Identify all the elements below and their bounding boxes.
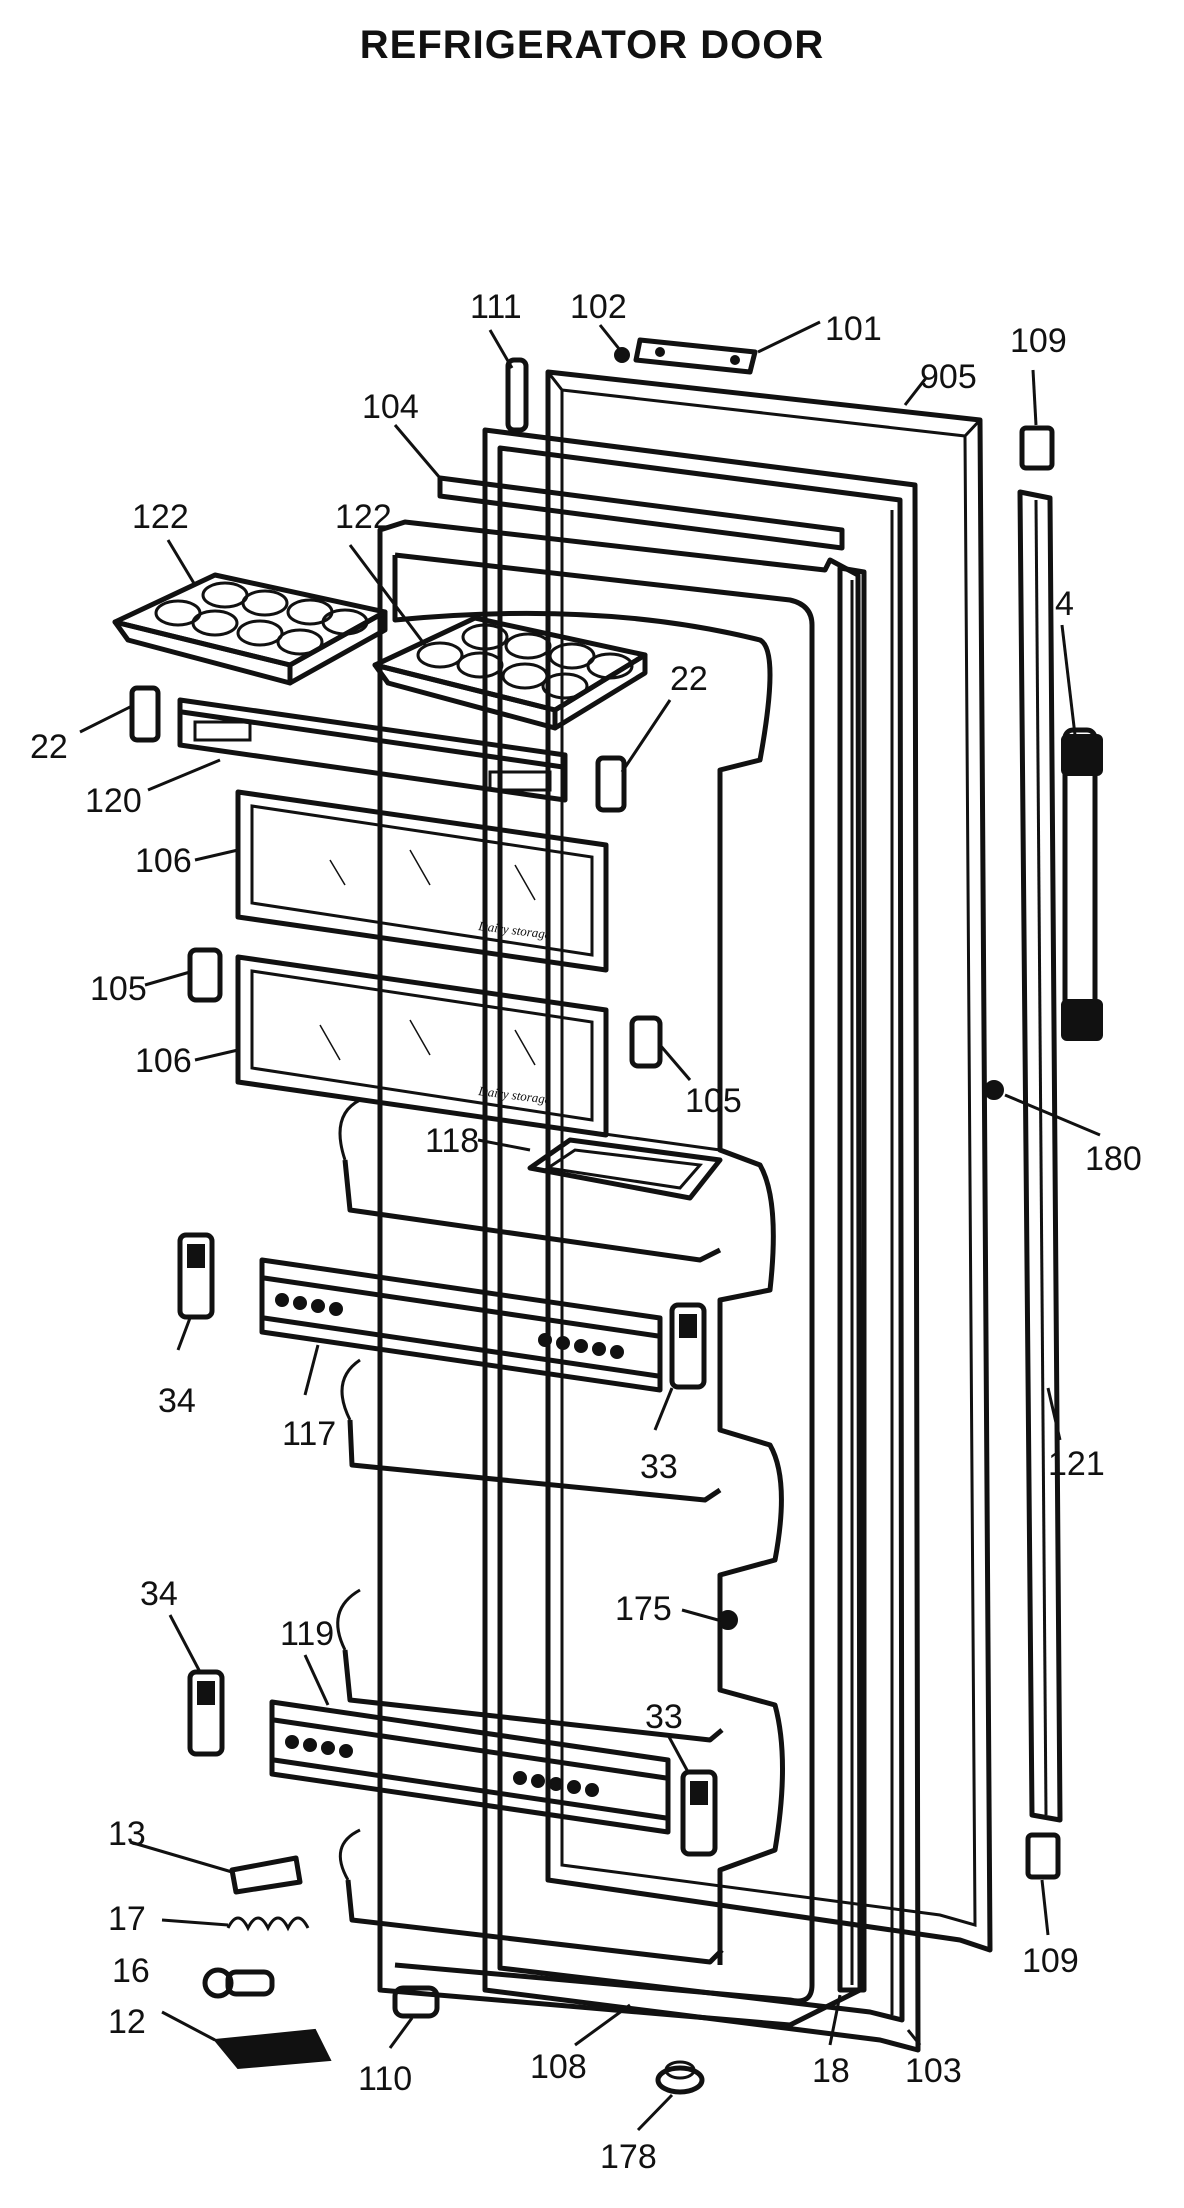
- callout-106-lower: 106: [135, 1042, 192, 1080]
- breaker-strip-top: [437, 475, 845, 551]
- bottom-hinge-bracket-12: [213, 2028, 332, 2070]
- diagram-title: REFRIGERATOR DOOR: [360, 23, 824, 67]
- callout-34-upper: 34: [158, 1382, 196, 1420]
- callout-175: 175: [615, 1590, 672, 1628]
- cheese-tray: [527, 1137, 723, 1201]
- callout-22-right: 22: [670, 660, 708, 698]
- callout-180: 180: [1085, 1140, 1142, 1178]
- shelf-end-cap-right-upper: [669, 1302, 707, 1390]
- shelf-support-right-upper: [595, 755, 627, 813]
- callout-12: 12: [108, 2003, 146, 2041]
- callouts: 111 102 101 905 109 104 122 122 4 22 22 …: [30, 288, 1142, 2176]
- callout-104: 104: [362, 388, 419, 426]
- callout-119: 119: [280, 1615, 334, 1653]
- callout-118: 118: [425, 1122, 479, 1160]
- callout-102: 102: [570, 288, 627, 326]
- outer-door-panel: [545, 369, 993, 1953]
- callout-121: 121: [1048, 1445, 1105, 1483]
- hinge-plate-13: [229, 1855, 303, 1895]
- handle-mount-rail: [1017, 489, 1063, 1823]
- callout-103: 103: [905, 2052, 962, 2090]
- hinge-screw: [614, 347, 630, 363]
- end-cap-top: [1019, 425, 1055, 471]
- screw-180: [984, 1080, 1004, 1100]
- callout-33-upper: 33: [640, 1448, 678, 1486]
- shelf-bar-upper: [259, 1257, 663, 1393]
- callout-905: 905: [920, 358, 977, 396]
- callout-117: 117: [282, 1415, 336, 1453]
- callout-109-top: 109: [1010, 322, 1067, 360]
- callout-105-left: 105: [90, 970, 147, 1008]
- shelf-end-cap-right-lower: [680, 1769, 718, 1857]
- cam-16: [202, 1967, 275, 1999]
- callout-33-lower: 33: [645, 1698, 683, 1736]
- egg-tray-left: [112, 572, 388, 686]
- door-stop-110: [392, 1985, 440, 2019]
- callout-106-upper: 106: [135, 842, 192, 880]
- door-handle: [1061, 727, 1103, 1041]
- door-liner: [336, 519, 867, 2028]
- spring-17: [226, 1916, 310, 1932]
- callout-120: 120: [85, 782, 142, 820]
- hinge-bushing-178: [655, 2060, 705, 2095]
- callout-110: 110: [358, 2060, 412, 2098]
- leader-lines: [79, 320, 1101, 2132]
- callout-34-lower: 34: [140, 1575, 178, 1613]
- callout-105-right: 105: [685, 1082, 742, 1120]
- callout-111: 111: [470, 288, 522, 326]
- callout-18: 18: [812, 2052, 850, 2090]
- egg-tray-right: [372, 615, 648, 731]
- callout-178: 178: [600, 2138, 657, 2176]
- callout-16: 16: [112, 1952, 150, 1990]
- callout-122-left: 122: [132, 498, 189, 536]
- top-hinge: [633, 337, 758, 375]
- callout-13: 13: [108, 1815, 146, 1853]
- dairy-door-lower: Dairy storage: [235, 954, 609, 1138]
- end-cap-bottom: [1025, 1832, 1061, 1880]
- shelf-support-left-upper: [129, 685, 161, 743]
- callout-109-bottom: 109: [1022, 1942, 1079, 1980]
- callout-17: 17: [108, 1900, 146, 1938]
- shelf-end-cap-left-upper: [177, 1232, 215, 1320]
- hinge-pin-tube: [505, 357, 529, 433]
- shelf-trim-upper: [177, 697, 568, 803]
- callout-4: 4: [1055, 585, 1074, 623]
- dairy-hinge-right: [629, 1015, 663, 1069]
- shelf-bar-lower: [269, 1699, 671, 1835]
- shelf-end-cap-left-lower: [187, 1669, 225, 1757]
- callout-22-left: 22: [30, 728, 68, 766]
- dairy-hinge-left: [187, 947, 223, 1003]
- callout-108: 108: [530, 2048, 587, 2086]
- callout-122-right: 122: [335, 498, 392, 536]
- dairy-door-upper: Dairy storage: [235, 789, 609, 973]
- callout-101: 101: [825, 310, 882, 348]
- screw-175: [718, 1610, 738, 1630]
